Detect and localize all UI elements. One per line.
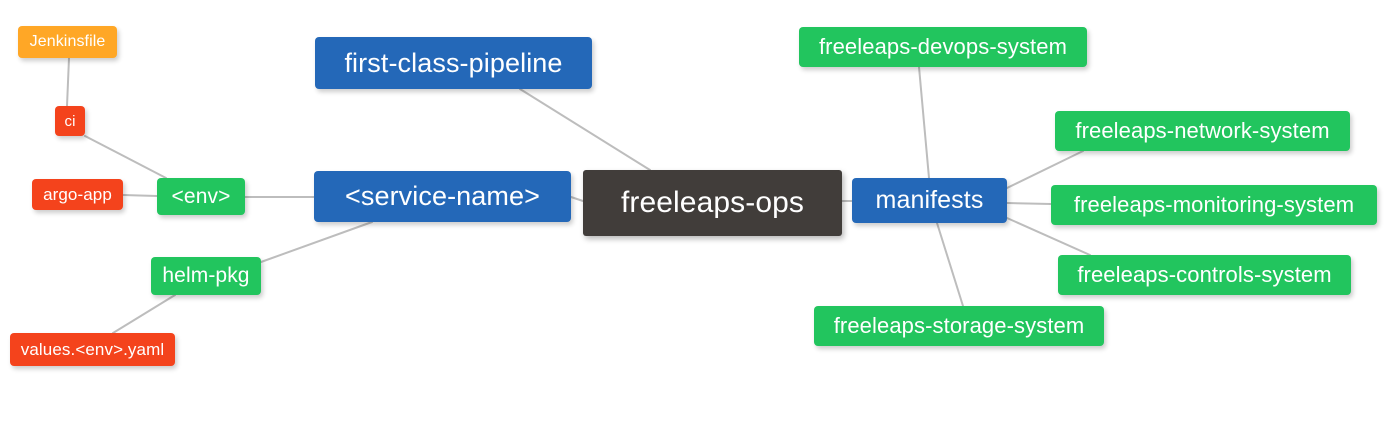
node-freeleaps-monitoring-system[interactable]: freeleaps-monitoring-system — [1051, 185, 1377, 225]
node-argo-app[interactable]: argo-app — [32, 179, 123, 210]
node-manifests[interactable]: manifests — [852, 178, 1007, 223]
node-label: <service-name> — [345, 181, 540, 211]
edge-service-to-root — [570, 196, 584, 202]
edge-ci-to-env — [84, 135, 167, 179]
node-helm-pkg[interactable]: helm-pkg — [151, 257, 261, 295]
node-freeleaps-storage-system[interactable]: freeleaps-storage-system — [814, 306, 1104, 346]
edge-helmpkg-to-service — [260, 221, 373, 263]
node-label: Jenkinsfile — [29, 33, 106, 50]
edge-manifests-to-devops — [918, 66, 930, 179]
node-values-env-yaml[interactable]: values.<env>.yaml — [10, 333, 175, 366]
edge-manifests-to-storage — [936, 222, 964, 307]
node-label: helm-pkg — [162, 264, 250, 287]
node-label: ci — [64, 112, 76, 130]
node-ci[interactable]: ci — [55, 106, 85, 136]
node-jenkinsfile[interactable]: Jenkinsfile — [18, 26, 117, 58]
node-label: freeleaps-monitoring-system — [1073, 192, 1355, 217]
node-label: values.<env>.yaml — [20, 339, 165, 359]
node-label: freeleaps-controls-system — [1077, 262, 1332, 287]
node-label: first-class-pipeline — [344, 47, 563, 78]
edge-manifests-to-monitoring — [1006, 202, 1052, 205]
node-label: <env> — [171, 184, 231, 208]
node-env[interactable]: <env> — [157, 178, 245, 215]
node-freeleaps-devops-system[interactable]: freeleaps-devops-system — [799, 27, 1087, 67]
node-freeleaps-network-system[interactable]: freeleaps-network-system — [1055, 111, 1350, 151]
node-label: freeleaps-devops-system — [818, 34, 1068, 59]
node-label: argo-app — [43, 184, 112, 204]
node-freeleaps-controls-system[interactable]: freeleaps-controls-system — [1058, 255, 1351, 295]
node-label: freeleaps-ops — [620, 186, 805, 219]
node-service-name[interactable]: <service-name> — [314, 171, 571, 222]
node-label: freeleaps-network-system — [1075, 118, 1330, 143]
node-label: freeleaps-storage-system — [833, 313, 1085, 338]
edge-jenkinsfile-to-ci — [66, 57, 70, 107]
edge-valuesyaml-to-helmpkg — [112, 294, 176, 334]
edge-manifests-to-network — [1006, 150, 1084, 189]
node-freeleaps-ops[interactable]: freeleaps-ops — [583, 170, 842, 236]
edge-pipeline-to-root — [519, 88, 651, 171]
edge-argoapp-to-env — [122, 194, 158, 197]
node-label: manifests — [875, 186, 984, 214]
node-first-class-pipeline[interactable]: first-class-pipeline — [315, 37, 592, 89]
